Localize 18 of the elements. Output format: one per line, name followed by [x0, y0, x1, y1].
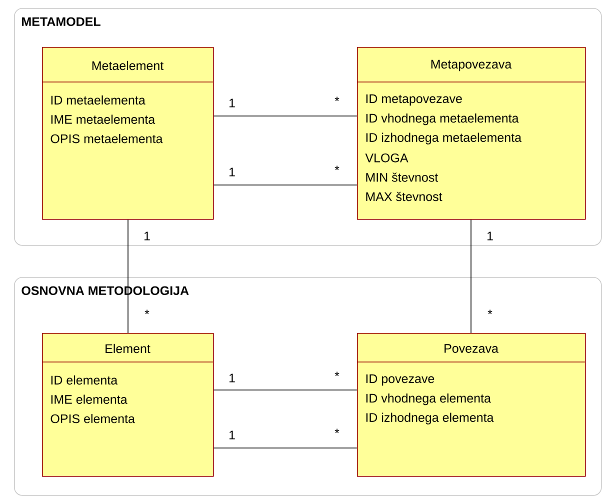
multiplicity-label: *	[334, 166, 340, 170]
class-box: Metaelement ID metaelementa IME metaelementa OPIS metaelementa	[42, 47, 214, 220]
multiplicity-label: *	[334, 428, 340, 434]
multiplicity-label: 1	[487, 232, 493, 240]
class-box: Povezava ID povezave ID vhodnega elementa ID izhodnega elementa	[356, 333, 586, 477]
class-box: Metapovezava ID metapovezave ID vhodnega metaelementa ID izhodnega metaelementa VLOGA MIN števnost MAX števnost	[356, 47, 586, 220]
association-line	[213, 184, 358, 186]
association-line	[470, 219, 472, 334]
multiplicity-label: *	[144, 310, 150, 314]
class-box: Element ID elementa IME elementa OPIS elementa	[42, 333, 214, 477]
multiplicity-label: *	[334, 96, 340, 102]
multiplicity-label: 1	[229, 168, 235, 176]
multiplicity-label: 1	[229, 430, 235, 440]
multiplicity-label: *	[334, 372, 340, 376]
multiplicity-label: *	[488, 310, 492, 314]
multiplicity-label: 1	[144, 232, 150, 240]
multiplicity-label: 1	[229, 98, 235, 108]
multiplicity-label: 1	[229, 374, 235, 382]
